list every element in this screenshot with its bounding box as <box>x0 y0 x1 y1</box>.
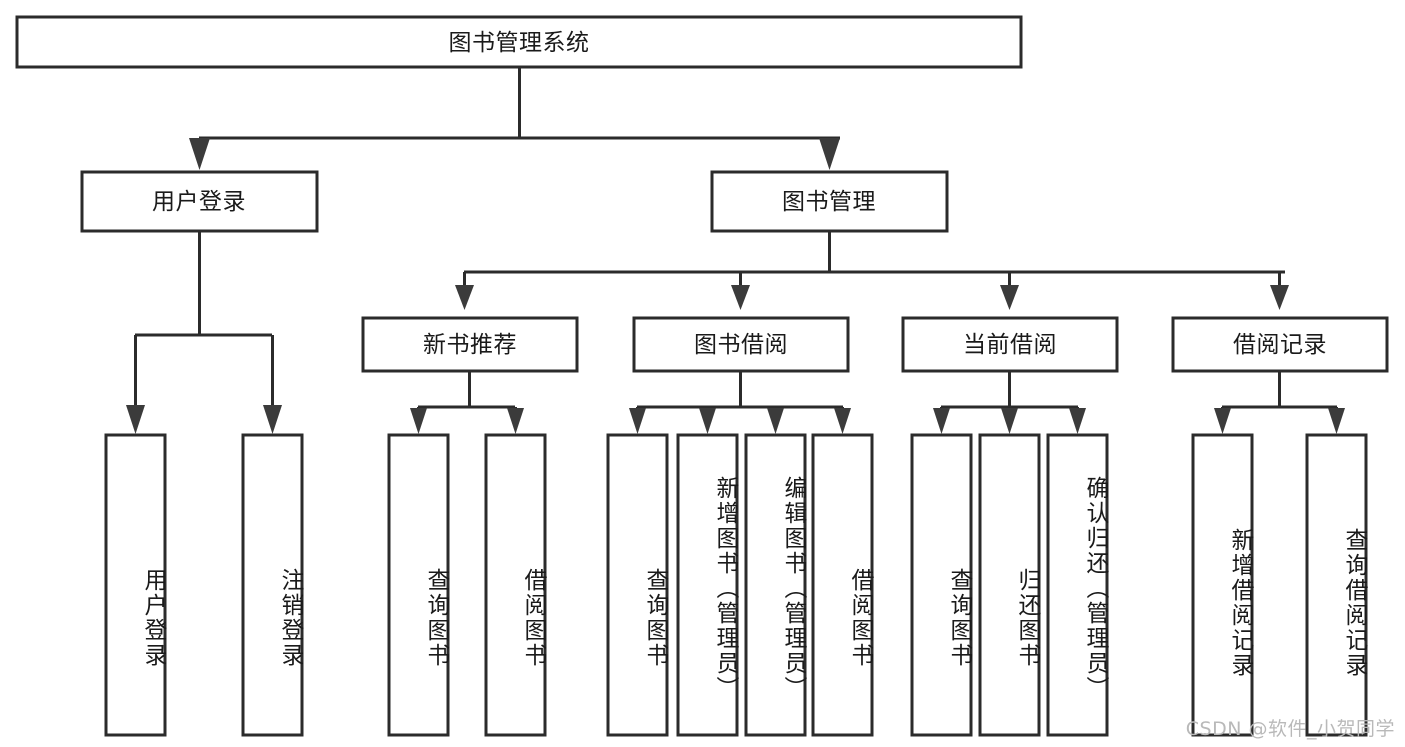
node-book-manage-box[interactable] <box>710 170 949 233</box>
node-user-login-box[interactable] <box>80 170 319 233</box>
arrowhead-borrow-record <box>1270 285 1289 310</box>
arrowhead-current-borrow-leaf-3 <box>1069 408 1086 434</box>
arrowhead-new-book-leaf-1 <box>410 408 427 434</box>
arrowhead-book-borrow-leaf-4 <box>834 408 851 434</box>
leaf-book-borrow-3-box[interactable] <box>744 433 807 737</box>
node-new-book-label: 新书推荐 <box>423 332 517 358</box>
csdn-watermark: CSDN @软件_小贺同学 <box>1185 718 1395 740</box>
arrowhead-new-book-leaf-2 <box>507 408 524 434</box>
leaf-user-login-2-box[interactable] <box>241 433 304 737</box>
leaf-new-book-2-box[interactable] <box>484 433 547 737</box>
node-book-manage-label: 图书管理 <box>782 189 876 215</box>
arrowhead-book-borrow-leaf-1 <box>629 408 646 434</box>
leaf-borrow-record-2-box[interactable] <box>1305 433 1368 737</box>
arrowhead-book-borrow-leaf-3 <box>767 408 784 434</box>
arrowhead-user-login <box>189 138 210 170</box>
leaf-current-borrow-2-box[interactable] <box>978 433 1041 737</box>
node-root-label: 图书管理系统 <box>449 30 590 56</box>
arrowhead-book-manage <box>819 138 840 170</box>
leaf-current-borrow-3-box[interactable] <box>1046 433 1109 737</box>
node-book-borrow-label: 图书借阅 <box>694 332 788 358</box>
arrowhead-current-borrow-leaf-1 <box>933 408 950 434</box>
leaf-new-book-1-box[interactable] <box>387 433 450 737</box>
arrowhead-book-borrow-leaf-2 <box>699 408 716 434</box>
arrowhead-user-login-leaf-2 <box>263 405 282 434</box>
leaf-book-borrow-1-box[interactable] <box>606 433 669 737</box>
leaf-book-borrow-2-box[interactable] <box>676 433 739 737</box>
arrowhead-book-borrow <box>731 285 750 310</box>
node-new-book-box[interactable] <box>361 316 579 373</box>
arrowhead-layer <box>126 138 1345 434</box>
node-current-borrow-box[interactable] <box>901 316 1119 373</box>
horizontal-label-layer: 图书管理系统 用户登录 图书管理 新书推荐 图书借阅 当前借阅 借阅记录 <box>152 30 1327 358</box>
node-borrow-record-label: 借阅记录 <box>1233 332 1327 358</box>
leaf-borrow-record-1-box[interactable] <box>1191 433 1254 737</box>
node-book-borrow-box[interactable] <box>632 316 850 373</box>
arrowhead-user-login-leaf-1 <box>126 405 145 434</box>
leaf-book-borrow-4-box[interactable] <box>811 433 874 737</box>
node-borrow-record-box[interactable] <box>1171 316 1389 373</box>
arrowhead-current-borrow <box>1000 285 1019 310</box>
arrowhead-borrow-record-leaf-2 <box>1328 408 1345 434</box>
node-root-box[interactable] <box>15 15 1023 69</box>
leaf-user-login-1-box[interactable] <box>104 433 167 737</box>
node-user-login-label: 用户登录 <box>152 189 246 215</box>
leaf-current-borrow-1-box[interactable] <box>910 433 973 737</box>
node-current-borrow-label: 当前借阅 <box>963 332 1057 358</box>
arrowhead-new-book <box>455 285 474 310</box>
arrowhead-current-borrow-leaf-2 <box>1001 408 1018 434</box>
arrowhead-borrow-record-leaf-1 <box>1214 408 1231 434</box>
node-layer <box>15 15 1389 737</box>
